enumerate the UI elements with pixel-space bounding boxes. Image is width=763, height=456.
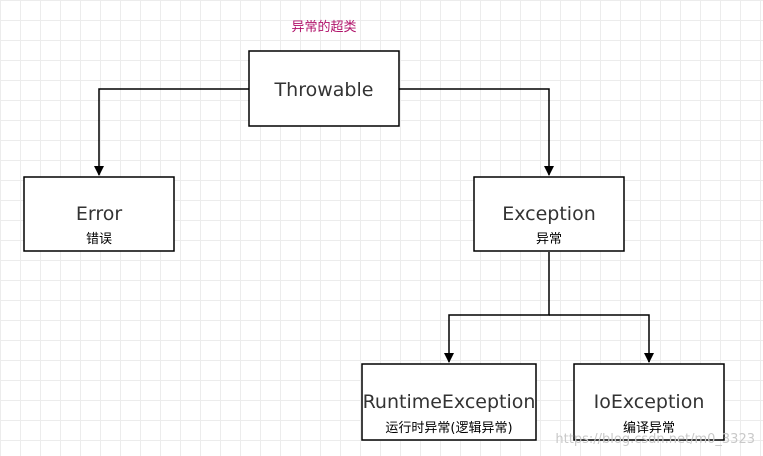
node-runtime-box <box>361 363 537 441</box>
node-exception-box <box>473 176 625 252</box>
node-throwable: Throwable <box>248 50 400 127</box>
node-error-subtitle: 错误 <box>86 232 112 247</box>
node-exception: Exception 异常 <box>473 176 625 252</box>
node-io-box <box>573 363 725 441</box>
node-throwable-box <box>248 50 400 127</box>
node-io-exception: IoException 编译异常 <box>573 363 725 441</box>
edge-exception-io <box>549 314 650 362</box>
node-error: Error 错误 <box>23 176 175 252</box>
node-exception-subtitle: 异常 <box>536 232 562 247</box>
edge-throwable-exception <box>399 88 554 176</box>
node-io-subtitle: 编译异常 <box>623 421 675 436</box>
node-exception-title: Exception <box>502 203 596 225</box>
edge-throwable-error <box>94 88 249 176</box>
node-error-box <box>23 176 175 252</box>
watermark-text: https://blog.csdn.net/m0_3323 <box>555 432 755 447</box>
node-throwable-title: Throwable <box>274 79 374 101</box>
diagram-caption: 异常的超类 <box>291 19 356 35</box>
node-error-title: Error <box>76 203 123 225</box>
node-runtime-title: RuntimeException <box>363 391 536 413</box>
edge-exception-runtime <box>444 252 550 363</box>
node-io-title: IoException <box>594 391 705 413</box>
node-runtime-exception: RuntimeException 运行时异常(逻辑异常) <box>361 363 537 441</box>
node-runtime-subtitle: 运行时异常(逻辑异常) <box>385 421 512 436</box>
